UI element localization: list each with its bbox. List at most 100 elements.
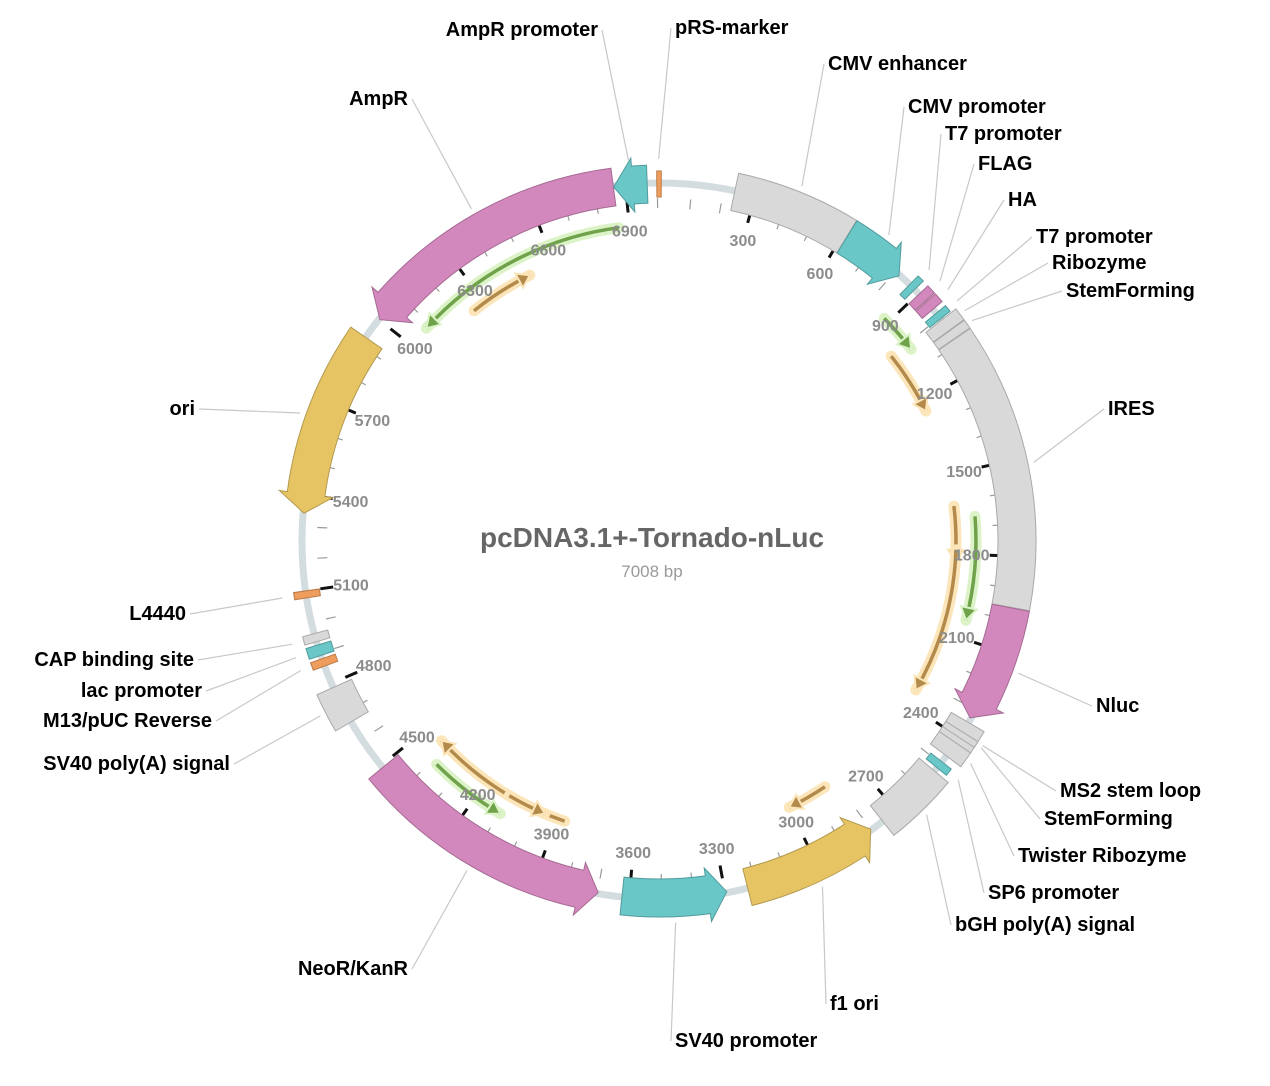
- minor-tick: [325, 616, 336, 620]
- feature-ampr-promoter[interactable]: [613, 156, 649, 214]
- primer-binding-site: [431, 758, 506, 820]
- feature-label[interactable]: T7 promoter: [945, 123, 1062, 145]
- feature-ires[interactable]: [938, 327, 1037, 612]
- leader-line: [189, 597, 283, 615]
- feature-nluc[interactable]: [953, 603, 1030, 719]
- leader-line: [957, 779, 985, 894]
- primer-arrowhead: [440, 739, 458, 758]
- tick-label: 3600: [615, 845, 651, 862]
- tick-label: 300: [730, 233, 757, 250]
- leader-line: [821, 886, 827, 1005]
- tick-label: 5700: [355, 413, 391, 430]
- feature-label[interactable]: pRS-marker: [675, 17, 789, 39]
- feature-label[interactable]: M13/pUC Reverse: [43, 710, 212, 732]
- minor-tick: [374, 725, 384, 732]
- feature-m13-puc-reverse[interactable]: [309, 653, 339, 671]
- minor-tick: [317, 557, 328, 559]
- feature-label[interactable]: L4440: [129, 603, 186, 625]
- feature-label[interactable]: bGH poly(A) signal: [955, 914, 1135, 936]
- feature-label[interactable]: MS2 stem loop: [1060, 780, 1201, 802]
- feature-t7-promoter[interactable]: [924, 304, 951, 329]
- tick-label: 2700: [848, 768, 884, 785]
- tick-label: 3900: [534, 827, 570, 844]
- primer-binding-site: [885, 350, 932, 417]
- feature-ribozyme[interactable]: [925, 308, 965, 343]
- feature-label[interactable]: HA: [1008, 189, 1037, 211]
- primer-binding-site: [783, 781, 831, 813]
- primer-arrowhead: [483, 798, 502, 815]
- tick-labels: 3006009001200150018002100240027003000330…: [333, 224, 990, 862]
- feature-sv40-poly-a-signal[interactable]: [316, 678, 369, 732]
- leader-line: [411, 870, 468, 970]
- feature-label[interactable]: CMV promoter: [908, 96, 1046, 118]
- leader-line: [956, 236, 1033, 302]
- feature-label[interactable]: Nluc: [1096, 695, 1139, 717]
- feature-ori[interactable]: [277, 326, 383, 514]
- feature-sp6-promoter[interactable]: [925, 752, 953, 777]
- feature-label[interactable]: CAP binding site: [34, 649, 194, 671]
- feature-label[interactable]: AmpR promoter: [446, 19, 598, 41]
- minor-tick: [878, 282, 886, 291]
- feature-prs-marker[interactable]: [656, 170, 662, 198]
- leader-line: [601, 29, 629, 161]
- feature-neor-kanr[interactable]: [368, 754, 599, 917]
- feature-label[interactable]: SP6 promoter: [988, 882, 1119, 904]
- leader-line: [670, 922, 677, 1042]
- primer-binding-site: [910, 544, 962, 696]
- feature-f1-ori[interactable]: [742, 816, 872, 907]
- feature-sv40-promoter[interactable]: [619, 866, 728, 924]
- feature-label[interactable]: SV40 promoter: [675, 1030, 817, 1052]
- feature-lac-promoter[interactable]: [305, 640, 335, 660]
- tick-label: 6600: [531, 243, 567, 260]
- feature-cap-binding-site[interactable]: [301, 629, 331, 646]
- feature-stemforming[interactable]: [932, 319, 971, 351]
- major-tick: [718, 865, 724, 879]
- primer-arrowhead: [425, 311, 443, 330]
- minor-tick: [599, 868, 603, 879]
- feature-ha[interactable]: [915, 293, 943, 320]
- major-tick: [320, 585, 334, 591]
- feature-label[interactable]: lac promoter: [81, 680, 202, 702]
- feature-t7-promoter[interactable]: [899, 275, 925, 301]
- major-tick: [391, 746, 404, 758]
- feature-label[interactable]: StemForming: [1044, 808, 1173, 830]
- minor-tick: [953, 697, 963, 704]
- minor-tick: [334, 644, 344, 650]
- tick-label: 6900: [612, 224, 648, 241]
- minor-tick: [718, 203, 722, 214]
- plasmid-name: pcDNA3.1+-Tornado-nLuc: [480, 522, 824, 553]
- tick-label: 3000: [778, 815, 814, 832]
- feature-label[interactable]: Twister Ribozyme: [1018, 845, 1187, 867]
- feature-label[interactable]: IRES: [1108, 398, 1155, 420]
- feature-label[interactable]: f1 ori: [830, 993, 879, 1015]
- feature-bgh-poly-a-signal[interactable]: [869, 757, 949, 837]
- feature-label[interactable]: SV40 poly(A) signal: [43, 753, 230, 775]
- feature-label[interactable]: NeoR/KanR: [298, 958, 409, 980]
- major-tick: [344, 670, 358, 679]
- feature-flag[interactable]: [908, 285, 936, 312]
- tick-label: 600: [807, 266, 834, 283]
- feature-label[interactable]: AmpR: [349, 88, 408, 110]
- feature-label[interactable]: ori: [169, 398, 195, 420]
- feature-label[interactable]: Ribozyme: [1052, 252, 1146, 274]
- primer-arrowhead: [911, 394, 929, 413]
- tick-label: 2400: [903, 705, 939, 722]
- feature-stemforming[interactable]: [941, 720, 979, 749]
- feature-label[interactable]: T7 promoter: [1036, 226, 1153, 248]
- feature-label[interactable]: FLAG: [978, 153, 1032, 175]
- feature-l4440[interactable]: [293, 588, 321, 601]
- leader-line: [970, 763, 1015, 857]
- primer-arrowhead: [787, 792, 806, 811]
- feature-label[interactable]: StemForming: [1066, 280, 1195, 302]
- feature-label[interactable]: CMV enhancer: [828, 53, 967, 75]
- feature-twister-ribozyme[interactable]: [929, 730, 972, 768]
- feature-ampr[interactable]: [371, 167, 617, 324]
- feature-cmv-promoter[interactable]: [836, 220, 902, 286]
- primer-binding-site: [468, 269, 536, 317]
- minor-tick: [689, 199, 692, 210]
- tick-label: 4200: [460, 787, 496, 804]
- leader-line: [233, 715, 321, 765]
- leader-line: [205, 657, 297, 692]
- tick-label: 6000: [397, 341, 433, 358]
- leader-line: [198, 408, 301, 414]
